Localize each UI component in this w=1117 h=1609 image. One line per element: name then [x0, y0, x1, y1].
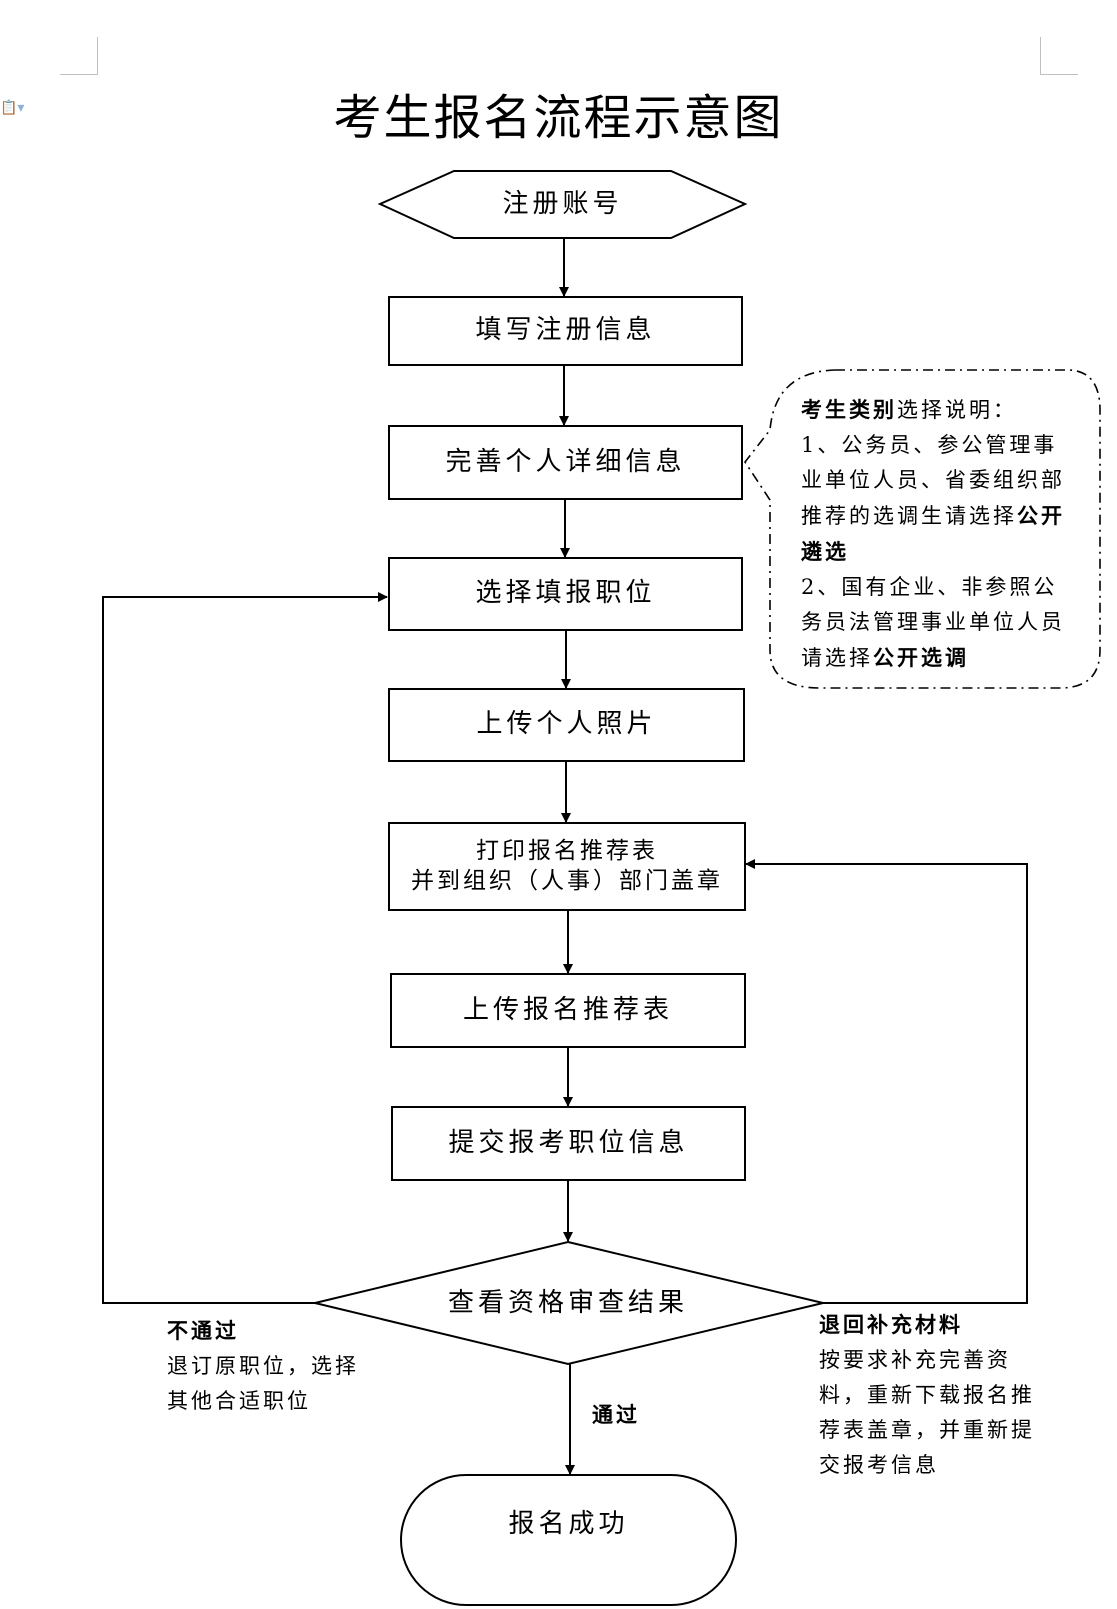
callout-item2-bold: 公开选调 — [873, 645, 969, 670]
branch-return-label: 退回补充材料 — [819, 1312, 963, 1337]
branch-return-desc: 按要求补充完善资料，重新下载报名推荐表盖章，并重新提交报考信息 — [819, 1348, 1035, 1477]
node-register-account-shape — [377, 170, 748, 239]
node-print-form: 打印报名推荐表 并到组织（人事）部门盖章 — [389, 823, 745, 910]
node-check-result: 查看资格审查结果 — [447, 1288, 688, 1319]
callout-item2: 2、国有企业、非参照公务员法管理事业单位人员请选择 — [801, 575, 1065, 670]
callout-heading-rest: 选择说明： — [897, 398, 1017, 422]
branch-return: 退回补充材料 按要求补充完善资料，重新下载报名推荐表盖章，并重新提交报考信息 — [819, 1307, 1044, 1483]
node-select-position: 选择填报职位 — [475, 578, 656, 609]
node-submit-info: 提交报考职位信息 — [448, 1127, 689, 1158]
node-print-form-line2: 并到组织（人事）部门盖章 — [411, 867, 723, 894]
branch-fail: 不通过 退订原职位，选择其他合适职位 — [167, 1313, 367, 1419]
callout-item1: 1、公务员、参公管理事业单位人员、省委组织部推荐的选调生请选择 — [801, 433, 1065, 528]
node-print-form-line1: 打印报名推荐表 — [476, 837, 658, 864]
node-register-account: 注册账号 — [502, 188, 623, 219]
node-upload-form: 上传报名推荐表 — [462, 994, 673, 1025]
branch-pass-label: 通过 — [592, 1402, 640, 1427]
node-upload-form-shape — [390, 973, 746, 1048]
node-success-shape — [400, 1474, 737, 1606]
arrow-return-loop — [745, 859, 1028, 1304]
callout-shape — [744, 369, 1101, 689]
node-upload-photo-shape — [388, 688, 745, 762]
callout-heading-bold: 考生类别 — [801, 397, 897, 422]
node-complete-profile-shape — [388, 425, 743, 500]
branch-fail-desc: 退订原职位，选择其他合适职位 — [167, 1354, 359, 1413]
callout-text: 考生类别选择说明： 1、公务员、参公管理事业单位人员、省委组织部推荐的选调生请选… — [801, 392, 1071, 676]
branch-pass: 通过 — [592, 1397, 640, 1433]
margin-corner-top-right — [1040, 37, 1078, 75]
node-complete-profile: 完善个人详细信息 — [445, 446, 686, 477]
margin-corner-top-left — [60, 37, 98, 75]
node-fill-registration-shape — [388, 296, 743, 366]
node-check-result-shape — [314, 1240, 824, 1366]
page-title: 考生报名流程示意图 — [333, 90, 784, 146]
arrow-fail-loop — [102, 592, 388, 1304]
callout-item1-bold: 公开遴选 — [801, 503, 1065, 564]
node-fill-registration: 填写注册信息 — [475, 315, 656, 346]
paste-options-icon[interactable]: 📋▾ — [0, 100, 25, 116]
node-upload-photo: 上传个人照片 — [476, 709, 657, 740]
branch-fail-label: 不通过 — [167, 1318, 239, 1343]
node-success: 报名成功 — [508, 1509, 629, 1540]
